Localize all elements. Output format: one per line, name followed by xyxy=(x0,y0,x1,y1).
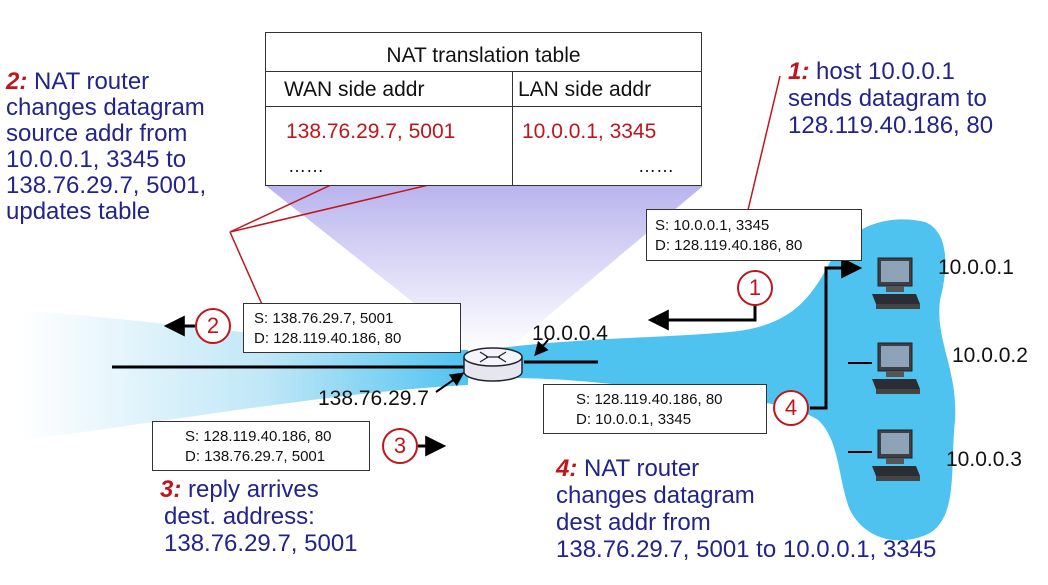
packet-step2-source: S: 138.76.29.7, 5001 xyxy=(254,310,394,327)
table-ellipsis-wan: …… xyxy=(288,156,324,176)
step2-circle: 2 xyxy=(195,308,231,344)
packet-step2-dest: D: 128.119.40.186, 80 xyxy=(254,330,402,347)
router-wan-address: 138.76.29.7 xyxy=(318,387,429,410)
step4-circle: 4 xyxy=(773,390,809,426)
packet-step4: S: 128.119.40.186, 80 D: 10.0.0.1, 3345 xyxy=(543,384,767,434)
packet-step2: S: 138.76.29.7, 5001 D: 128.119.40.186, … xyxy=(243,303,461,353)
table-cell-lan-addr: 10.0.0.1, 3345 xyxy=(522,120,657,143)
packet-step3: S: 128.119.40.186, 80 D: 138.76.29.7, 50… xyxy=(152,421,370,471)
host2-computer-icon xyxy=(872,342,920,394)
host1-label: 10.0.0.1 xyxy=(938,256,1014,279)
step3-text: 3: reply arrives dest. address: 138.76.2… xyxy=(160,476,358,557)
step3-number: 3: xyxy=(160,476,182,503)
table-cell-wan-addr: 138.76.29.7, 5001 xyxy=(286,120,456,143)
router-icon xyxy=(463,347,523,382)
step2-text: 2: NAT router changes datagram source ad… xyxy=(6,68,207,225)
wan-addr-pointer xyxy=(435,372,465,393)
table-title: NAT translation table xyxy=(386,44,581,67)
step3-circle: 3 xyxy=(382,428,418,464)
step1-arrow xyxy=(647,303,757,331)
table-header-lan: LAN side addr xyxy=(518,78,652,101)
table-header-wan: WAN side addr xyxy=(284,78,425,101)
host3-computer-icon xyxy=(872,429,920,481)
step1-circle: 1 xyxy=(737,270,773,306)
packet-step4-source: S: 128.119.40.186, 80 xyxy=(576,391,723,408)
step2-number: 2: xyxy=(6,68,28,95)
packet-step3-dest: D: 138.76.29.7, 5001 xyxy=(185,448,326,465)
router-lan-address: 10.0.0.4 xyxy=(532,322,608,345)
packet-step1-dest: D: 128.119.40.186, 80 xyxy=(655,237,803,254)
host3-label: 10.0.0.3 xyxy=(946,448,1022,471)
step4-text: 4: NAT router changes datagram dest addr… xyxy=(556,455,937,563)
table-ellipsis-lan: …… xyxy=(638,156,674,176)
step1-text: 1: host 10.0.0.1 sends datagram to 128.1… xyxy=(788,58,994,139)
table-projection-cone xyxy=(266,186,703,352)
host1-computer-icon xyxy=(872,257,920,309)
nat-translation-table: NAT translation table WAN side addr LAN … xyxy=(265,32,702,186)
wan-cloud xyxy=(20,310,468,440)
step1-number: 1: xyxy=(788,58,810,85)
step4-number: 4: xyxy=(556,455,578,482)
packet-step1: S: 10.0.0.1, 3345 D: 128.119.40.186, 80 xyxy=(646,209,862,261)
packet-step1-source: S: 10.0.0.1, 3345 xyxy=(655,217,770,234)
packet-step4-dest: D: 10.0.0.1, 3345 xyxy=(576,411,692,428)
step4-arrow xyxy=(810,257,863,410)
packet-step3-source: S: 128.119.40.186, 80 xyxy=(185,428,332,445)
lan-addr-pointer xyxy=(534,339,549,357)
step1-leader xyxy=(747,75,781,211)
lan-cloud xyxy=(500,219,956,541)
host2-label: 10.0.0.2 xyxy=(952,344,1028,367)
